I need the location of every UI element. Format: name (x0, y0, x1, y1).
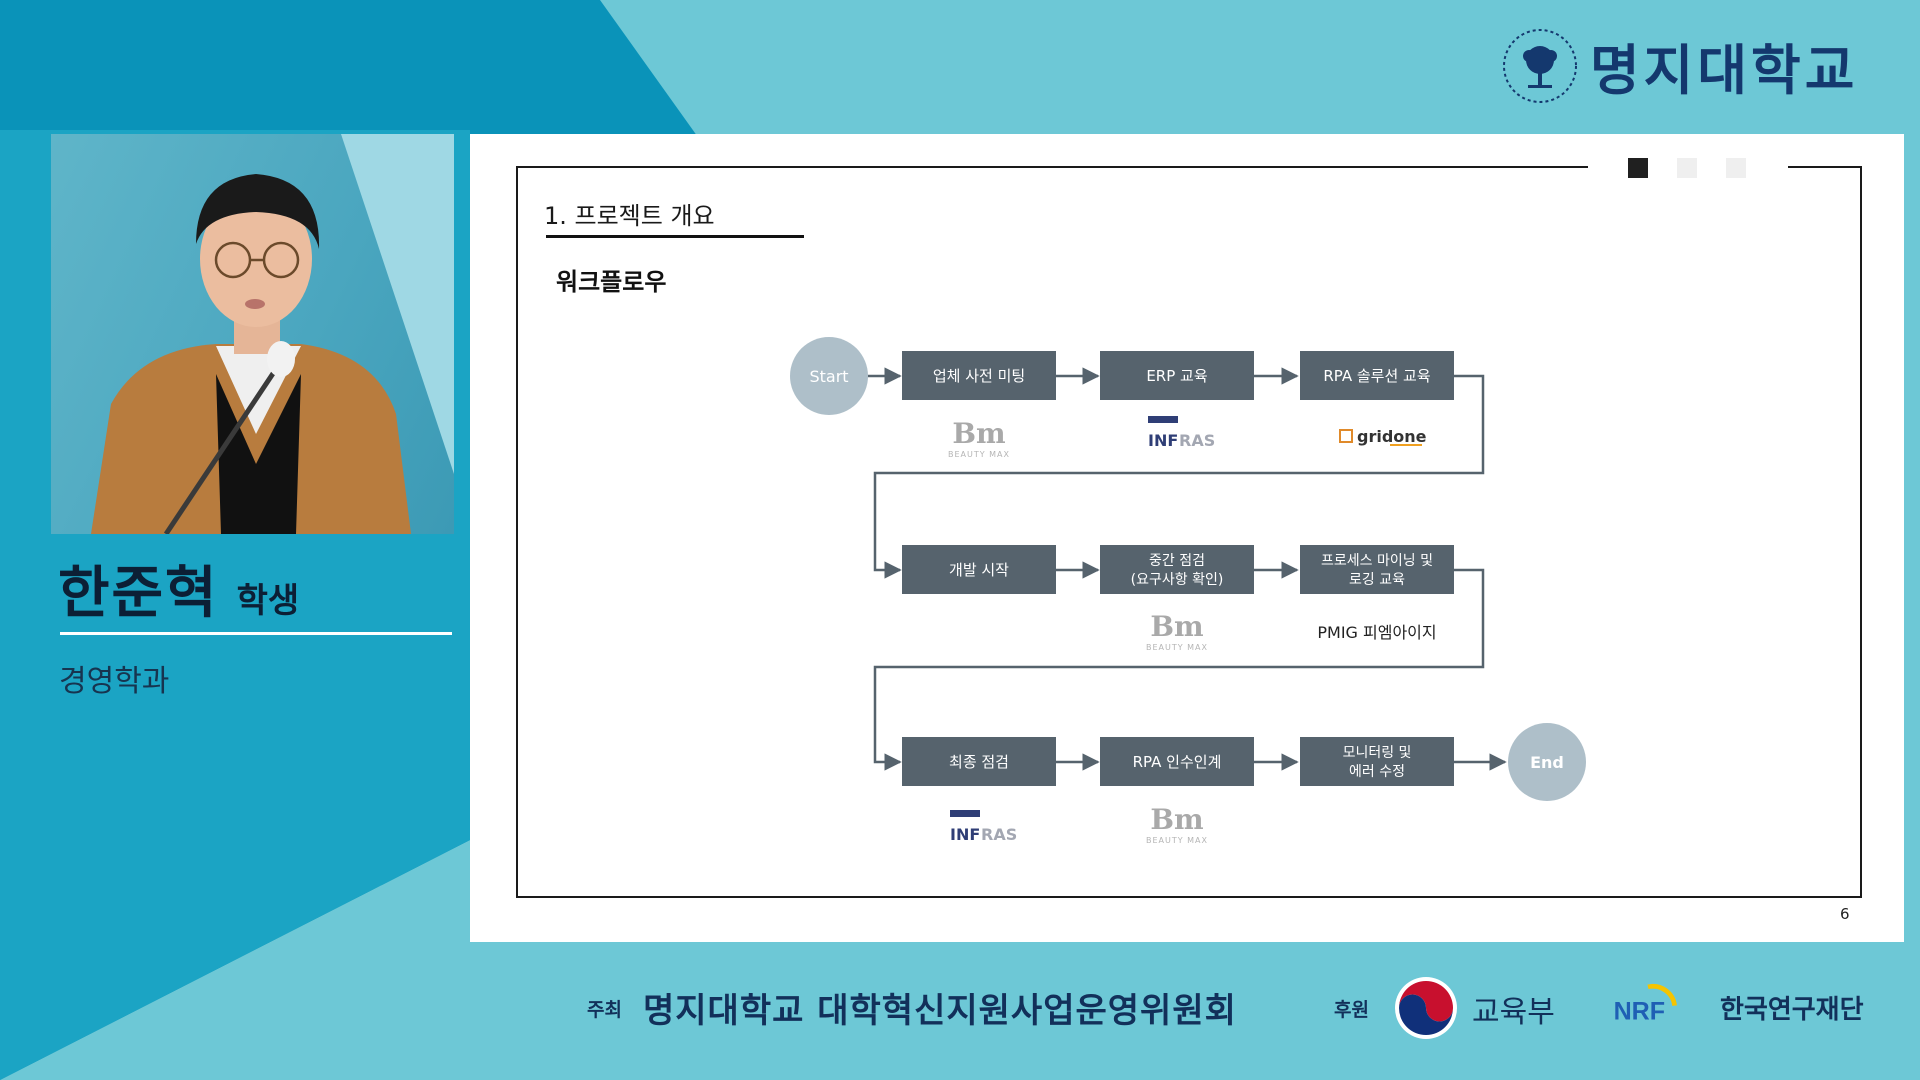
pmig-text: PMIG 피엠아이지 (1317, 623, 1436, 642)
slide-page-number: 6 (1840, 905, 1850, 923)
infras-mark-b: RAS (981, 825, 1017, 844)
beautymax-text: BEAUTY MAX (948, 450, 1010, 459)
host-label: 주최 (587, 999, 622, 1021)
infras-logo-2: INF RAS (950, 810, 1017, 844)
beautymax-logo-3: Bm BEAUTY MAX (1146, 803, 1208, 845)
nrf-logo-icon: NRF (1614, 984, 1677, 1026)
nrf-name: 한국연구재단 (1720, 995, 1864, 1025)
slide-subtitle: 워크플로우 (556, 268, 667, 296)
start-node: Start (790, 337, 868, 415)
step-label-line2: 로깅 교육 (1349, 572, 1405, 588)
presentation-slide: 1. 프로젝트 개요 워크플로우 Start En (470, 134, 1904, 942)
start-label: Start (809, 367, 848, 386)
step-2: ERP 교육 (1100, 351, 1254, 400)
step-label: RPA 인수인계 (1133, 753, 1222, 771)
step-3: RPA 솔루션 교육 (1300, 351, 1454, 400)
beautymax-logo-2: Bm BEAUTY MAX (1146, 610, 1208, 652)
ministry-name: 교육부 (1472, 995, 1555, 1030)
ministry-emblem-icon (1395, 977, 1457, 1039)
slide-indicator-square-active (1628, 158, 1648, 178)
presenter-figure (91, 174, 411, 534)
step-label: 최종 점검 (949, 753, 1009, 771)
step-label: 업체 사전 미팅 (933, 367, 1025, 385)
footer-bar: 주최 명지대학교 대학혁신지원사업운영위원회 후원 교육부 NRF 한국연구재단 (0, 975, 1920, 1045)
step-5: 중간 점검 (요구사항 확인) (1100, 545, 1254, 594)
step-label-line1: 중간 점검 (1149, 553, 1205, 569)
step-4: 개발 시작 (902, 545, 1056, 594)
sponsor-label: 후원 (1334, 999, 1369, 1021)
gridone-text: gridone (1357, 427, 1427, 446)
university-logo: 명지대학교 (1502, 26, 1858, 105)
slide-indicator-square (1677, 158, 1697, 178)
beautymax-logo: Bm BEAUTY MAX (948, 417, 1010, 459)
presenter-video (51, 134, 454, 534)
nrf-mark: NRF (1614, 998, 1665, 1026)
step-9: 모니터링 및 에러 수정 (1300, 737, 1454, 786)
beautymax-text: BEAUTY MAX (1146, 836, 1208, 845)
infras-mark-a: INF (1148, 431, 1178, 450)
university-name: 명지대학교 (1590, 39, 1859, 102)
name-divider (60, 632, 452, 635)
presenter-name: 한준혁 (58, 561, 219, 626)
beautymax-mark: Bm (1150, 610, 1203, 643)
infras-logo: INF RAS (1148, 416, 1215, 450)
end-label: End (1530, 753, 1564, 772)
beautymax-text: BEAUTY MAX (1146, 643, 1208, 652)
step-label-line1: 프로세스 마이닝 및 (1321, 553, 1433, 569)
gridone-logo: gridone (1339, 427, 1427, 446)
infras-mark-b: RAS (1179, 431, 1215, 450)
host-name: 명지대학교 대학혁신지원사업운영위원회 (643, 991, 1237, 1031)
step-label-line2: 에러 수정 (1349, 764, 1405, 780)
section-title: 1. 프로젝트 개요 (544, 202, 715, 230)
step-label: RPA 솔루션 교육 (1323, 367, 1430, 385)
workflow-diagram: Start End 업체 사전 미팅 ERP 교육 RPA 솔루션 교육 개발 … (790, 337, 1586, 845)
step-1: 업체 사전 미팅 (902, 351, 1056, 400)
beautymax-mark: Bm (952, 417, 1005, 450)
pmig-logo: PMIG 피엠아이지 (1317, 623, 1436, 642)
end-node: End (1508, 723, 1586, 801)
section-title-underline (546, 235, 804, 238)
slide-frame (516, 166, 1862, 898)
presenter-role: 학생 (236, 581, 300, 621)
beautymax-mark: Bm (1150, 803, 1203, 836)
connector-row2-to-row3 (873, 568, 1485, 771)
infras-mark-a: INF (950, 825, 980, 844)
step-7: 최종 점검 (902, 737, 1056, 786)
step-label: ERP 교육 (1146, 367, 1207, 385)
slide-indicator-square (1726, 158, 1746, 178)
step-label-line1: 모니터링 및 (1343, 745, 1412, 761)
step-6: 프로세스 마이닝 및 로깅 교육 (1300, 545, 1454, 594)
step-label-line2: (요구사항 확인) (1131, 572, 1224, 588)
presenter-department: 경영학과 (59, 664, 170, 699)
university-emblem-icon (1503, 28, 1577, 103)
presenter-name-block: 한준혁 학생 (58, 548, 299, 629)
step-8: RPA 인수인계 (1100, 737, 1254, 786)
step-label: 개발 시작 (949, 561, 1009, 579)
connector-row1-to-row2 (873, 374, 1485, 579)
